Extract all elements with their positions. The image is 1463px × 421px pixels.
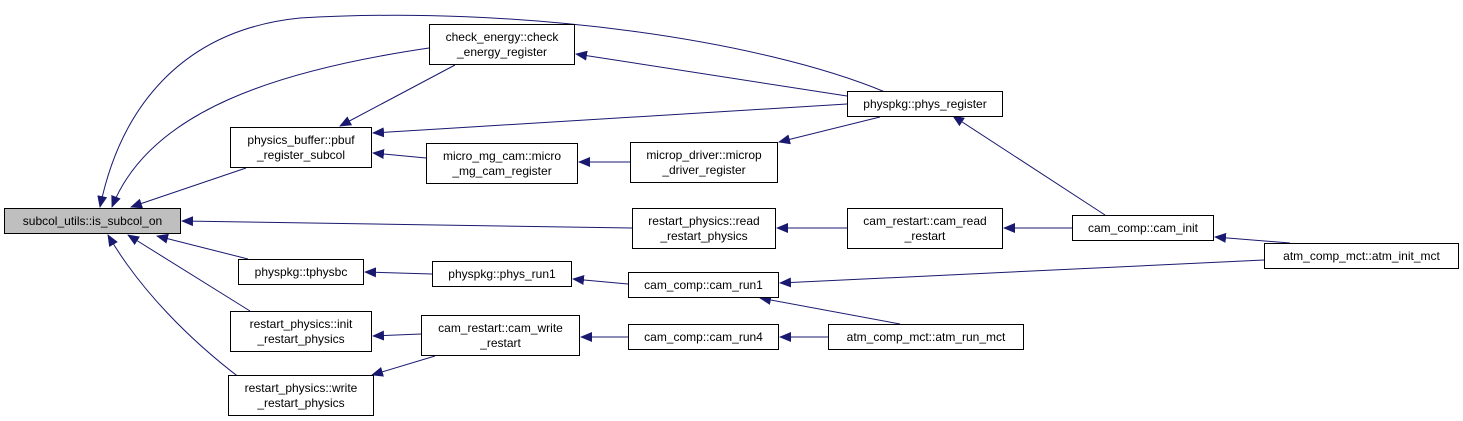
- edge-cam_write_restart-to-write_restart_physics: [371, 355, 436, 377]
- node-label-line: _restart_physics: [257, 331, 345, 346]
- node-label-line: micro_mg_cam::micro: [442, 148, 562, 163]
- node-cam-init[interactable]: cam_comp::cam_init: [1072, 215, 1214, 241]
- node-pbuf-register-subcol[interactable]: physics_buffer::pbuf_register_subcol: [230, 127, 372, 168]
- node-cam-run1[interactable]: cam_comp::cam_run1: [628, 272, 779, 298]
- edge-atm_run_mct-to-cam_run1: [759, 295, 901, 325]
- edge-atm_init_mct-to-cam_init: [1214, 232, 1291, 244]
- edge-cam_write_restart-to-init_restart_physics: [372, 330, 422, 341]
- edge-cam_init-to-phys_register: [952, 115, 1106, 216]
- edges-layer: [97, 14, 1291, 379]
- node-label-line: _mg_cam_register: [452, 163, 552, 178]
- node-label-line: atm_comp_mct::atm_run_mct: [846, 329, 1006, 344]
- node-label-line: cam_restart::cam_read: [863, 213, 987, 228]
- edge-phys_run1-to-tphysbc: [364, 267, 433, 278]
- edge-init_restart_physics-to-is_subcol_on: [127, 234, 251, 312]
- node-label-line: physics_buffer::pbuf: [247, 132, 355, 147]
- node-read-restart-physics[interactable]: restart_physics::read_restart_physics: [632, 208, 776, 249]
- edge-phys_register-to-pbuf_register_subcol: [372, 103, 848, 138]
- node-label-line: _driver_register: [662, 162, 746, 177]
- node-tphysbc[interactable]: physpkg::tphysbc: [238, 259, 364, 285]
- node-cam-read-restart[interactable]: cam_restart::cam_read_restart: [847, 208, 1003, 249]
- node-atm-run-mct[interactable]: atm_comp_mct::atm_run_mct: [828, 324, 1024, 350]
- node-label-line: microp_driver::microp: [646, 147, 762, 162]
- node-label-line: cam_comp::cam_init: [1087, 220, 1199, 235]
- edge-micro_mg_cam_register-to-pbuf_register_subcol: [372, 149, 427, 160]
- node-label-line: cam_comp::cam_run1: [644, 277, 763, 292]
- edge-write_restart_physics-to-is_subcol_on: [107, 234, 241, 379]
- node-label-line: physpkg::phys_register: [863, 96, 987, 111]
- node-cam-write-restart[interactable]: cam_restart::cam_write_restart: [421, 315, 580, 356]
- node-init-restart-physics[interactable]: restart_physics::init_restart_physics: [230, 311, 372, 352]
- node-label-line: subcol_utils::is_subcol_on: [22, 213, 163, 228]
- node-label-line: restart_physics::write: [244, 380, 358, 395]
- node-label-line: _restart_physics: [257, 395, 345, 410]
- node-label-line: physpkg::phys_run1: [448, 266, 556, 281]
- edge-read_restart_physics-to-is_subcol_on: [181, 216, 633, 229]
- node-phys-register[interactable]: physpkg::phys_register: [847, 91, 1003, 117]
- edge-check_energy_register-to-is_subcol_on: [111, 47, 430, 208]
- node-microp-driver-register[interactable]: microp_driver::microp_driver_register: [630, 142, 778, 183]
- node-check-energy-register[interactable]: check_energy::check_energy_register: [429, 24, 575, 65]
- node-label-line: _register_subcol: [256, 147, 346, 162]
- node-label-line: restart_physics::read: [648, 213, 760, 228]
- edge-tphysbc-to-is_subcol_on: [156, 233, 249, 260]
- node-phys-run1[interactable]: physpkg::phys_run1: [432, 261, 572, 287]
- node-label-line: cam_restart::cam_write: [438, 320, 563, 335]
- node-write-restart-physics[interactable]: restart_physics::write_restart_physics: [228, 375, 374, 416]
- edge-phys_register-to-is_subcol_on: [97, 14, 886, 208]
- node-label-line: physpkg::tphysbc: [254, 264, 348, 279]
- edge-pbuf_register_subcol-to-is_subcol_on: [130, 167, 247, 209]
- node-micro-mg-cam-register[interactable]: micro_mg_cam::micro_mg_cam_register: [426, 143, 578, 184]
- node-label-line: _energy_register: [456, 44, 548, 59]
- edge-phys_register-to-microp_driver_register: [778, 116, 881, 145]
- edge-check_energy_register-to-pbuf_register_subcol: [339, 64, 456, 127]
- node-atm-init-mct[interactable]: atm_comp_mct::atm_init_mct: [1264, 243, 1459, 269]
- node-label-line: cam_comp::cam_run4: [644, 329, 763, 344]
- node-label-line: _restart_physics: [660, 228, 748, 243]
- node-label-line: check_energy::check: [445, 29, 559, 44]
- node-cam-run4[interactable]: cam_comp::cam_run4: [628, 324, 779, 350]
- edge-cam_run1-to-phys_run1: [572, 275, 629, 285]
- node-label-line: _restart: [480, 335, 521, 350]
- node-is-subcol-on: subcol_utils::is_subcol_on: [4, 208, 181, 234]
- edge-phys_register-to-check_energy_register: [575, 50, 848, 97]
- node-label-line: atm_comp_mct::atm_init_mct: [1283, 248, 1440, 263]
- edge-atm_init_mct-to-cam_run1: [779, 259, 1265, 288]
- node-label-line: restart_physics::init: [249, 316, 353, 331]
- node-label-line: _restart: [904, 228, 946, 243]
